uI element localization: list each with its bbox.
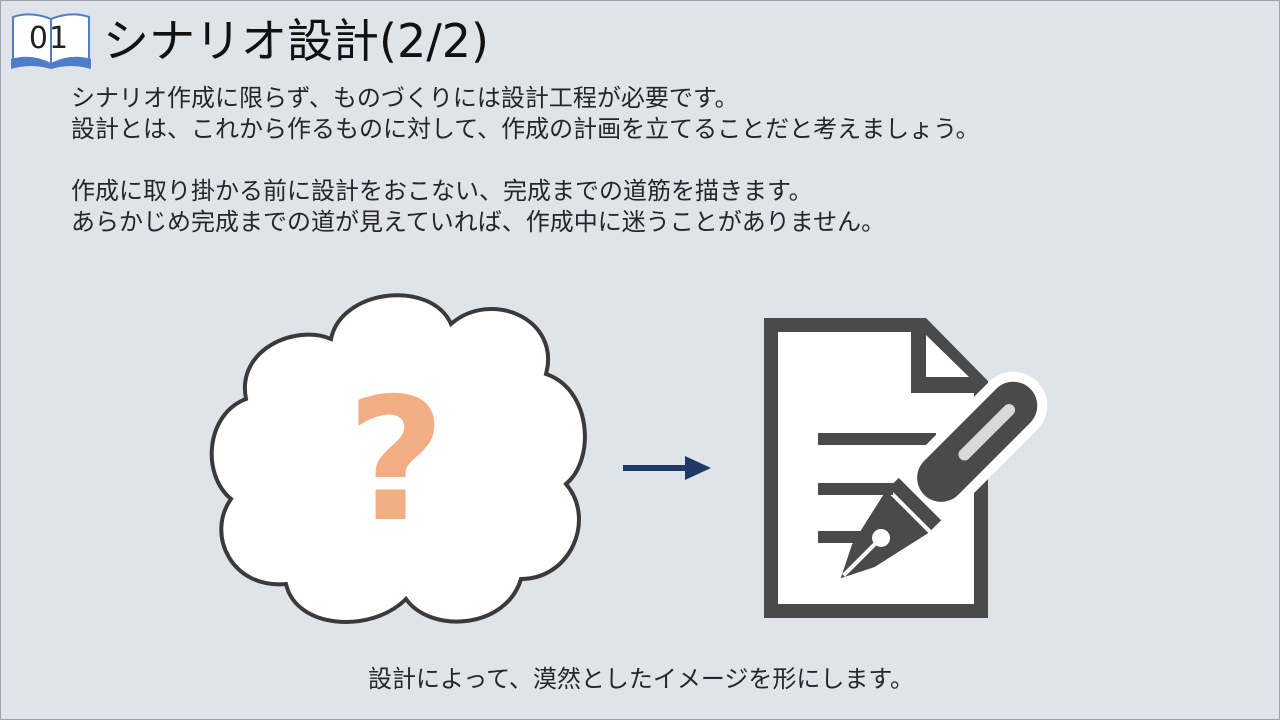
section-badge: 01 <box>11 13 95 71</box>
caption: 設計によって、漠然としたイメージを形にします。 <box>368 665 914 693</box>
paragraph-line: あらかじめ完成までの道が見えていれば、作成中に迷うことがありません。 <box>71 208 886 236</box>
body-text: シナリオ作成に限らず、ものづくりには設計工程が必要です。 設計とは、これから作る… <box>71 83 1231 238</box>
page-title: シナリオ設計(2/2) <box>103 14 489 68</box>
paragraph-line: 作成に取り掛かる前に設計をおこない、完成までの道筋を描きます。 <box>71 177 813 205</box>
arrow-right-icon <box>623 456 711 480</box>
paragraph-line: シナリオ作成に限らず、ものづくりには設計工程が必要です。 <box>71 84 739 112</box>
book-icon <box>11 13 91 69</box>
paragraph-line: 設計とは、これから作るものに対して、作成の計画を立てることだと考えましょう。 <box>71 115 980 143</box>
section-number: 01 <box>28 21 70 56</box>
document-with-pen-icon <box>764 318 1048 618</box>
thought-cloud-icon: ? <box>209 293 587 624</box>
question-mark-icon: ? <box>347 362 446 560</box>
